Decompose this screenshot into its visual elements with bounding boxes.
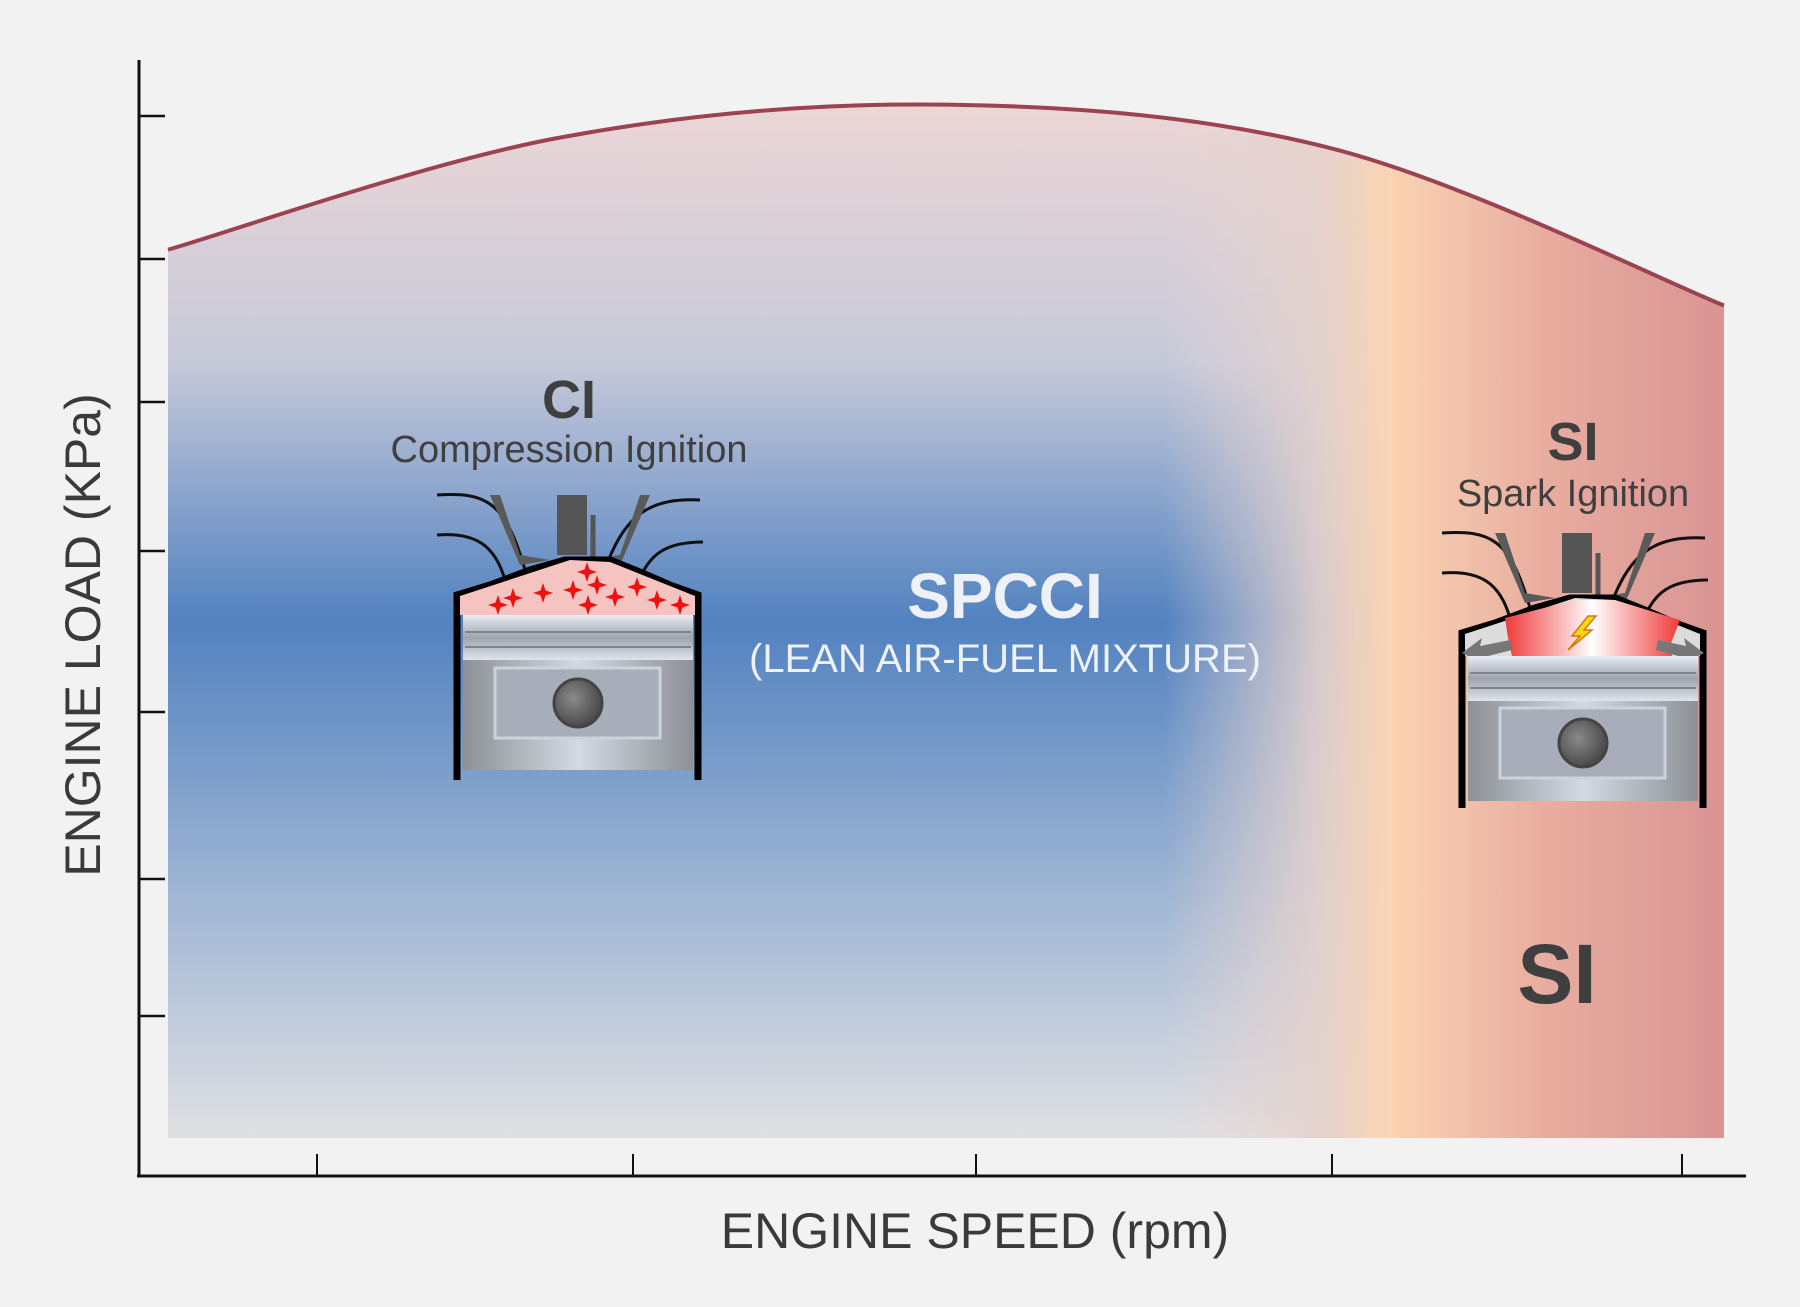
ci-title: CI bbox=[542, 370, 596, 430]
injector-icon bbox=[557, 495, 587, 555]
cylinder-wall-icon bbox=[1458, 594, 1707, 808]
spcci-title: SPCCI bbox=[907, 560, 1103, 632]
spark-icon bbox=[563, 580, 583, 600]
spark-icon bbox=[533, 583, 553, 603]
spark-icon bbox=[670, 595, 690, 615]
valve-icon bbox=[490, 495, 550, 565]
si-piston-illustration bbox=[1441, 531, 1709, 808]
x-axis-title: ENGINE SPEED (rpm) bbox=[721, 1203, 1229, 1259]
spark-icon bbox=[647, 590, 667, 610]
ci-subtitle: Compression Ignition bbox=[391, 429, 748, 471]
si-subtitle: Spark Ignition bbox=[1457, 473, 1689, 515]
si-region-fill bbox=[168, 104, 1724, 1139]
spark-icon bbox=[503, 588, 523, 608]
exhaust-wire-icon bbox=[1608, 536, 1706, 609]
si-title: SI bbox=[1547, 412, 1598, 472]
valve-icon bbox=[1595, 533, 1655, 603]
ci-piston-illustration bbox=[436, 493, 704, 780]
si-region-label: SI bbox=[1517, 927, 1596, 1021]
spark-icon bbox=[587, 575, 607, 595]
intake-wire-icon bbox=[1441, 531, 1532, 609]
max-load-curve bbox=[167, 102, 1725, 308]
spark-icon bbox=[578, 595, 598, 615]
autoignition-sparks bbox=[488, 562, 690, 615]
flame-front bbox=[1505, 600, 1680, 656]
cylinder-wall-icon bbox=[453, 556, 702, 780]
valve-icon bbox=[590, 495, 650, 565]
spcci-subtitle: (LEAN AIR-FUEL MIXTURE) bbox=[749, 637, 1261, 681]
spark-icon bbox=[605, 587, 625, 607]
intake-wire-icon bbox=[436, 533, 507, 581]
spark-icon bbox=[627, 577, 647, 597]
combustion-chamber bbox=[460, 560, 695, 615]
spark-bolt-icon bbox=[1567, 615, 1598, 651]
exhaust-wire-icon bbox=[603, 498, 701, 571]
piston-pin-icon bbox=[552, 677, 604, 729]
intake-wire-icon bbox=[1441, 571, 1512, 619]
spark-icon bbox=[577, 562, 597, 582]
spark-plug-icon bbox=[1562, 533, 1592, 593]
intake-wire-icon bbox=[436, 493, 527, 571]
valve-icon bbox=[1495, 533, 1555, 603]
piston-rings bbox=[463, 615, 693, 660]
spark-icon bbox=[488, 595, 508, 615]
axes bbox=[137, 60, 1746, 1178]
piston-rings bbox=[1468, 656, 1698, 701]
operating-area bbox=[167, 102, 1725, 1139]
piston-pin-icon bbox=[1557, 717, 1609, 769]
y-axis-title: ENGINE LOAD (KPa) bbox=[55, 393, 111, 876]
